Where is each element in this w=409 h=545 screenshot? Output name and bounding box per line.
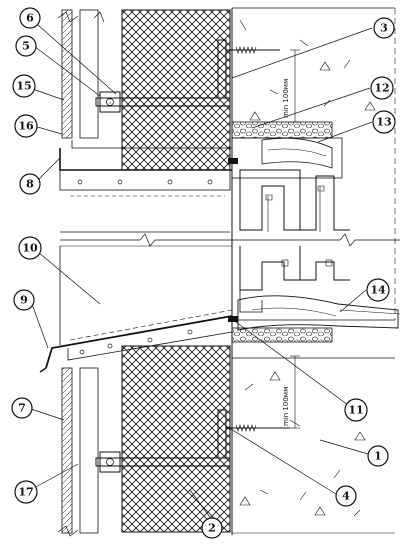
callout-10: 10 — [18, 236, 42, 260]
masonry-wall — [231, 7, 396, 535]
svg-text:12: 12 — [374, 82, 389, 95]
insulation-layer — [121, 9, 231, 533]
svg-text:9: 9 — [20, 294, 28, 307]
callout-11: 11 — [344, 398, 368, 422]
callout-12: 12 — [370, 76, 394, 100]
svg-text:14: 14 — [370, 284, 386, 297]
lower-bracket — [95, 409, 290, 473]
svg-text:1: 1 — [374, 450, 382, 463]
svg-text:2: 2 — [208, 522, 216, 535]
lower-window-frame — [239, 246, 350, 313]
svg-text:4: 4 — [342, 490, 350, 503]
svg-text:3: 3 — [380, 22, 388, 35]
callout-9: 9 — [13, 289, 35, 311]
dimension-top-label: min 100мм — [282, 79, 290, 118]
callout-4: 4 — [335, 485, 357, 507]
svg-text:15: 15 — [16, 80, 31, 93]
callout-2: 2 — [201, 517, 223, 539]
svg-text:5: 5 — [22, 40, 30, 53]
sloped-sill-flashing — [39, 309, 233, 373]
dimension-top: min 100мм — [282, 49, 300, 123]
svg-text:7: 7 — [18, 402, 26, 415]
callout-14: 14 — [366, 278, 390, 302]
svg-text:13: 13 — [376, 116, 391, 129]
callout-6: 6 — [19, 7, 41, 29]
svg-text:17: 17 — [18, 486, 33, 499]
callout-7: 7 — [11, 397, 33, 419]
callout-17: 17 — [14, 480, 38, 504]
callout-1: 1 — [367, 445, 389, 467]
callout-13: 13 — [372, 110, 396, 134]
dimension-bottom: min 100мм — [282, 355, 300, 429]
dimension-bottom-label: min 100мм — [282, 387, 290, 426]
upper-bracket — [95, 39, 280, 113]
callout-8: 8 — [19, 173, 41, 195]
callout-3: 3 — [373, 17, 395, 39]
facade-cladding — [57, 9, 105, 537]
svg-text:8: 8 — [26, 178, 34, 191]
callout-5: 5 — [15, 35, 37, 57]
svg-text:11: 11 — [348, 404, 363, 417]
svg-text:6: 6 — [26, 12, 34, 25]
callout-15: 15 — [12, 74, 36, 98]
svg-text:10: 10 — [22, 242, 38, 255]
upper-flashing — [59, 140, 232, 233]
window-sill-board — [59, 245, 401, 345]
svg-text:16: 16 — [18, 120, 34, 133]
callouts: 6 5 15 16 8 3 12 13 10 9 14 11 1 7 17 4 … — [11, 7, 396, 539]
break-line — [60, 233, 400, 247]
upper-window-frame — [239, 169, 350, 232]
callout-16: 16 — [14, 114, 38, 138]
